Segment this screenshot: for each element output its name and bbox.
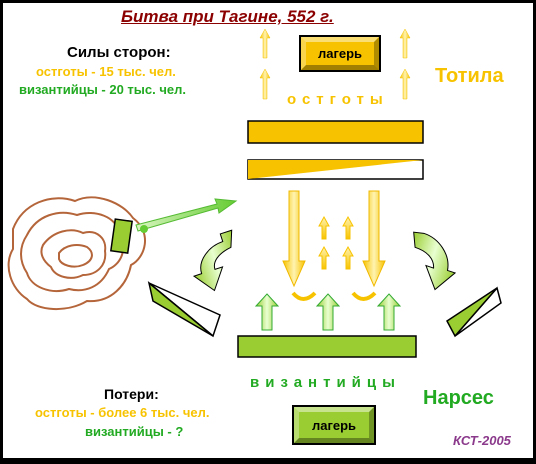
byz-up-arrow <box>376 293 402 331</box>
ostgoth-camp-label: лагерь <box>301 37 379 70</box>
commander-totila: Тотила <box>435 65 504 87</box>
goth-small-arrow <box>259 28 271 59</box>
flank-arrow-left <box>192 229 233 292</box>
flank-arrows <box>192 229 457 292</box>
goth-small-arrow <box>342 215 354 240</box>
hill-attack-arrow <box>135 198 238 233</box>
losses-byzantines: византийцы - ? <box>85 424 184 439</box>
byz-line <box>237 335 417 358</box>
ostgoths-army-label: остготы <box>287 91 389 108</box>
goth-small-arrows <box>259 28 411 100</box>
goth-small-arrow <box>318 215 330 240</box>
clash-arc <box>351 291 377 301</box>
goth-attack-arrows <box>282 190 386 301</box>
ostgoth-camp: лагерь <box>299 35 381 72</box>
clash-arc <box>291 291 317 301</box>
goth-line-2 <box>247 159 424 180</box>
forces-ostgoths: остготы - 15 тыс. чел. <box>36 64 176 79</box>
byz-up-arrow <box>254 293 280 331</box>
goth-small-arrow <box>318 245 330 270</box>
diagram-title: Битва при Тагине, 552 г. <box>121 7 334 26</box>
battle-scheme: Битва при Тагине, 552 г. Силы сторон: ос… <box>3 3 533 458</box>
commander-narses: Нарсес <box>423 387 494 409</box>
goth-line-1 <box>247 120 424 144</box>
battle-diagram <box>7 28 502 358</box>
byz-hill-detachment <box>110 218 133 254</box>
forces-heading: Силы сторон: <box>67 44 171 61</box>
goth-small-arrow <box>259 68 271 100</box>
byzantine-camp: лагерь <box>292 405 376 445</box>
goth-attack-arrow <box>282 190 306 288</box>
losses-heading: Потери: <box>104 386 159 402</box>
forces-byzantines: византийцы - 20 тыс. чел. <box>19 82 186 97</box>
flank-wedge-right <box>446 286 502 338</box>
byzantine-camp-label: лагерь <box>294 407 374 443</box>
losses-ostgoths: остготы - более 6 тыс. чел. <box>35 405 210 420</box>
goth-small-arrow <box>399 68 411 100</box>
flank-wedge-left <box>147 281 221 338</box>
byz-up-arrows <box>254 293 402 331</box>
byz-up-arrow <box>315 293 341 331</box>
byzantines-army-label: византийцы <box>250 374 401 391</box>
goth-small-arrow <box>399 28 411 59</box>
goth-small-arrow <box>342 245 354 270</box>
author-signature: КСТ-2005 <box>453 433 511 448</box>
flank-arrow-right <box>413 231 457 291</box>
goth-attack-arrow <box>362 190 386 288</box>
hill <box>7 196 147 311</box>
